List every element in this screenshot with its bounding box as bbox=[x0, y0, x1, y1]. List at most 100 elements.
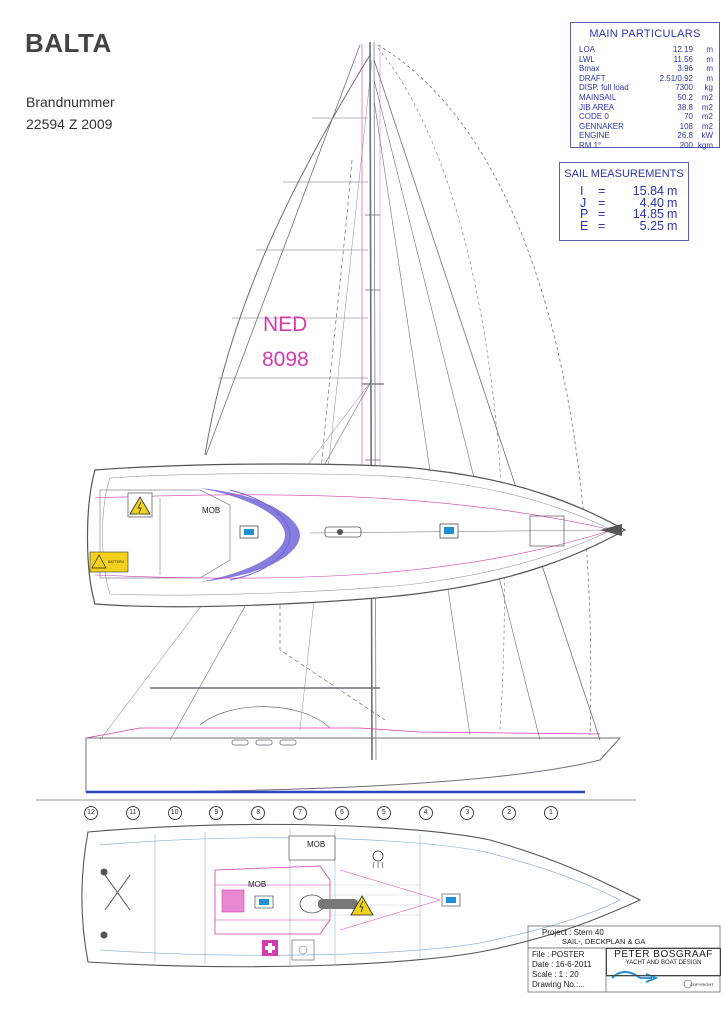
brand-number-label: Brandnummer bbox=[26, 94, 115, 110]
station-marker: 3 bbox=[460, 806, 475, 820]
copyright-label: COPYRIGHT bbox=[690, 982, 714, 987]
designer-box: PETER BOSGRAAF YACHT AND BOAT DESIGN bbox=[606, 948, 721, 976]
station-marker: 10 bbox=[167, 806, 182, 820]
sail-number: 8098 bbox=[262, 348, 309, 371]
sail-measurement-eq: = bbox=[598, 195, 606, 210]
particulars-row: DISP. full load 7300 kg bbox=[571, 83, 719, 93]
scale-line: Scale : 1 : 20 bbox=[532, 970, 579, 979]
first-aid-icon bbox=[262, 940, 278, 956]
particulars-row: LOA 12.19 m bbox=[571, 45, 719, 55]
sail-measurement-value: 15.84 bbox=[632, 184, 664, 198]
particulars-label: ENGINE bbox=[579, 131, 610, 141]
title-block: Project : Stern 40 SAIL-, DECKPLAN & GA … bbox=[528, 924, 721, 994]
mob-label-deck: MOB bbox=[202, 506, 221, 515]
particulars-value: 50.2 bbox=[677, 92, 693, 102]
particulars-label: Bmax bbox=[579, 64, 600, 74]
particulars-unit: m2 bbox=[701, 102, 713, 112]
particulars-value: 12.19 bbox=[672, 45, 693, 54]
sail-measurement-unit: m bbox=[667, 184, 678, 198]
deck-plan: BATTERIJ bbox=[86, 463, 627, 608]
brand-number: 22594 Z 2009 bbox=[26, 116, 113, 132]
station-marker: 8 bbox=[251, 806, 266, 820]
station-marker: 9 bbox=[209, 806, 224, 820]
file-line: File : POSTER bbox=[532, 950, 585, 959]
particulars-value: 200 bbox=[679, 140, 693, 150]
sail-plan bbox=[85, 41, 622, 794]
particulars-value: 70 bbox=[684, 112, 693, 122]
sail-measurement-unit: m bbox=[667, 207, 678, 221]
particulars-unit: m2 bbox=[701, 112, 713, 122]
sail-measurement-value: 4.40 bbox=[639, 195, 664, 210]
station-marker: 11 bbox=[125, 806, 140, 820]
sail-measurement-label: J bbox=[580, 195, 587, 210]
sail-measurement-unit: m bbox=[667, 195, 678, 210]
particulars-unit: m2 bbox=[701, 121, 713, 131]
designer-name: PETER BOSGRAAF bbox=[614, 949, 713, 960]
project-line: Project : Stern 40 bbox=[542, 928, 604, 937]
particulars-label: CODE 0 bbox=[579, 112, 609, 122]
particulars-label: RM 1° bbox=[579, 140, 602, 150]
sail-measurement-label: E bbox=[580, 218, 589, 233]
particulars-value: 2.51/0.92 bbox=[659, 73, 693, 83]
sail-measurement-value: 5.25 bbox=[639, 218, 664, 233]
drawing-number-line: Drawing No.:... bbox=[532, 980, 585, 989]
particulars-row: DRAFT 2.51/0.92 m bbox=[571, 74, 719, 84]
battery-warning-text: BATTERIJ bbox=[108, 560, 125, 564]
particulars-label: JIB AREA bbox=[579, 102, 615, 112]
particulars-value: 26.8 bbox=[677, 131, 693, 141]
particulars-row: JIB AREA 38.8 m2 bbox=[571, 103, 719, 113]
particulars-row: ENGINE 26.8 kW bbox=[571, 131, 719, 141]
warning-triangle-icon bbox=[127, 492, 153, 518]
date-line: Date : 16-6-2011 bbox=[532, 960, 592, 969]
battery-warning-sign bbox=[89, 551, 129, 573]
sail-number-country: NED bbox=[263, 313, 308, 336]
sail-measurement-value: 14.85 bbox=[632, 207, 664, 221]
particulars-value: 38.8 bbox=[677, 102, 693, 112]
particulars-row: CODE 0 70 m2 bbox=[571, 112, 719, 122]
mob-label-saloon: MOB bbox=[248, 880, 267, 889]
boat-name: BALTA bbox=[25, 28, 112, 58]
station-marker: 4 bbox=[418, 806, 433, 820]
particulars-label: GENNAKER bbox=[579, 121, 624, 131]
winch-icon bbox=[100, 868, 131, 939]
station-marker: 7 bbox=[293, 806, 308, 820]
particulars-unit: m bbox=[706, 45, 713, 54]
particulars-unit: kW bbox=[701, 131, 713, 141]
particulars-row: RM 1° 200 kgm bbox=[571, 141, 719, 151]
sail-measurements-title: SAIL MEASUREMENTS bbox=[564, 168, 684, 180]
particulars-value: 108 bbox=[679, 121, 693, 131]
sail-measurement-eq: = bbox=[598, 207, 606, 221]
particulars-value: 7300 bbox=[675, 83, 693, 93]
sail-measurement-unit: m bbox=[667, 218, 678, 233]
general-arrangement bbox=[81, 823, 642, 968]
designer-subtitle: YACHT AND BOAT DESIGN bbox=[625, 960, 702, 966]
particulars-label: LOA bbox=[579, 45, 596, 54]
particulars-value: 3.96 bbox=[677, 64, 693, 74]
particulars-label: DRAFT bbox=[579, 73, 606, 83]
particulars-unit: m bbox=[706, 73, 713, 83]
station-marker: 1 bbox=[544, 806, 558, 820]
warning-triangle-icon bbox=[350, 895, 374, 916]
station-marker: 12 bbox=[84, 806, 98, 820]
shower-icon bbox=[372, 850, 384, 869]
particulars-label: DISP. full load bbox=[579, 83, 629, 93]
drawing-title: SAIL-, DECKPLAN & GA bbox=[562, 937, 646, 946]
sail-measurement-label: I bbox=[580, 184, 584, 198]
particulars-value: 11.56 bbox=[673, 54, 693, 64]
particulars-unit: m2 bbox=[701, 92, 713, 102]
particulars-unit: kgm bbox=[697, 140, 713, 150]
station-marker: 2 bbox=[502, 806, 517, 820]
particulars-unit: kg bbox=[704, 83, 713, 93]
main-particulars-title: MAIN PARTICULARS bbox=[589, 28, 701, 40]
